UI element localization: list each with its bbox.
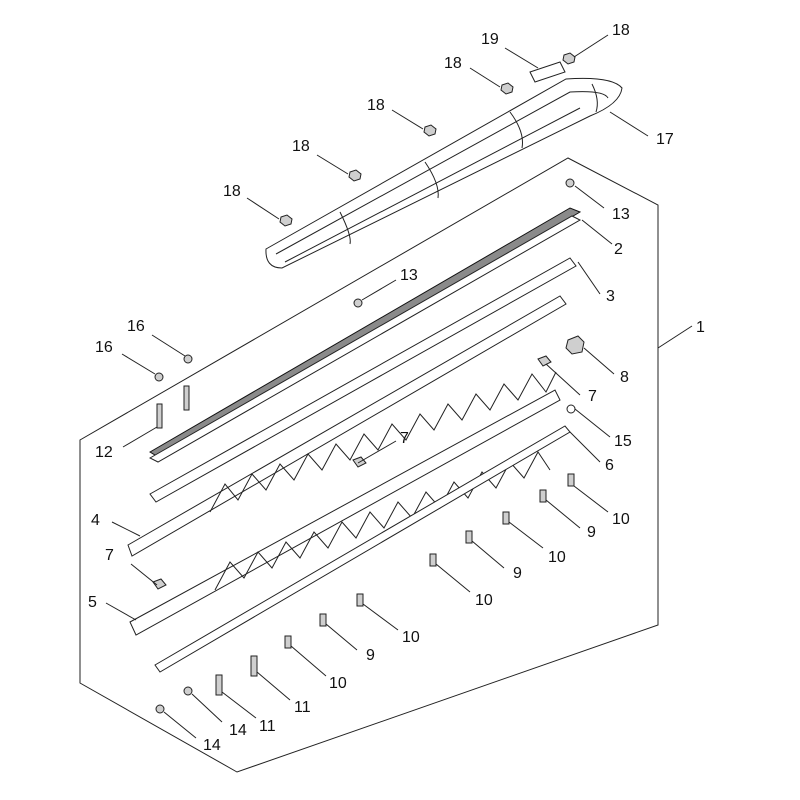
callout-12: 12 xyxy=(95,444,113,461)
callout-11-a: 11 xyxy=(294,699,311,716)
lower-cutter-blade xyxy=(129,389,561,636)
callout-6: 6 xyxy=(605,457,614,474)
stud-12-b xyxy=(183,385,190,411)
nut-18-d xyxy=(348,169,362,182)
nut-14-b xyxy=(155,704,165,714)
cover-nuts xyxy=(279,52,576,227)
callout-10-c: 10 xyxy=(475,592,493,609)
bolt-9-b xyxy=(465,530,473,544)
blade-cover xyxy=(265,77,623,269)
callout-7-a: 7 xyxy=(588,388,597,405)
assembly-boundary xyxy=(79,157,659,773)
callout-18-d: 18 xyxy=(292,138,310,155)
callout-10-a: 10 xyxy=(612,511,630,528)
nuts-13 xyxy=(353,178,575,308)
callout-11-b: 11 xyxy=(259,718,276,735)
leader-lines xyxy=(105,34,693,739)
washer xyxy=(566,404,576,414)
studs xyxy=(156,385,190,429)
bolt-10-d xyxy=(356,593,364,607)
nuts-16 xyxy=(154,354,193,382)
nut-18-c xyxy=(423,124,437,137)
bolt-10-e xyxy=(284,635,292,649)
callout-16-a: 16 xyxy=(127,318,145,335)
callout-7-c: 7 xyxy=(105,547,114,564)
callout-18-b: 18 xyxy=(444,55,462,72)
callout-18-a: 18 xyxy=(612,22,630,39)
bolts xyxy=(215,473,575,696)
callout-10-e: 10 xyxy=(329,675,347,692)
callout-8: 8 xyxy=(620,369,629,386)
callout-19: 19 xyxy=(481,31,499,48)
callout-9-b: 9 xyxy=(513,565,522,582)
callouts: 1 2 3 4 5 6 7 7 7 8 9 9 9 10 10 10 10 10… xyxy=(88,22,705,754)
callout-13-a: 13 xyxy=(612,206,630,223)
callout-16-b: 16 xyxy=(95,339,113,356)
guide-7-a xyxy=(537,355,552,367)
guide-bar xyxy=(148,207,582,463)
nut-13-b xyxy=(353,298,363,308)
callout-15: 15 xyxy=(614,433,632,450)
callout-18-c: 18 xyxy=(367,97,385,114)
nut-16-a xyxy=(183,354,193,364)
callout-14-b: 14 xyxy=(203,737,221,754)
nut-18-e xyxy=(279,214,293,227)
spacer-plate xyxy=(149,257,577,503)
stud-12-a xyxy=(156,403,163,429)
callout-13-b: 13 xyxy=(400,267,418,284)
bolt-11-a xyxy=(250,655,258,677)
callout-10-d: 10 xyxy=(402,629,420,646)
bolt-11-b xyxy=(215,674,223,696)
callout-14-a: 14 xyxy=(229,722,247,739)
bolt-10-b xyxy=(502,511,510,525)
bolt-10-a xyxy=(567,473,575,487)
nut-18-b xyxy=(500,82,514,95)
callout-2: 2 xyxy=(614,241,623,258)
callout-4: 4 xyxy=(91,512,100,529)
callout-5: 5 xyxy=(88,594,97,611)
guide-7-c xyxy=(152,578,167,590)
callout-18-e: 18 xyxy=(223,183,241,200)
bracket xyxy=(565,335,585,355)
nut-18-a xyxy=(562,52,576,65)
bolt-10-c xyxy=(429,553,437,567)
bolt-9-c xyxy=(319,613,327,627)
nut-14-a xyxy=(183,686,193,696)
callout-7-b: 7 xyxy=(400,430,409,447)
upper-cutter-blade xyxy=(127,295,567,557)
callout-10-b: 10 xyxy=(548,549,566,566)
callout-9-a: 9 xyxy=(587,524,596,541)
callout-1: 1 xyxy=(696,319,705,336)
callout-9-c: 9 xyxy=(366,647,375,664)
bolt-9-a xyxy=(539,489,547,503)
callout-17: 17 xyxy=(656,131,674,148)
nut-13-a xyxy=(565,178,575,188)
nuts-14 xyxy=(155,686,193,714)
nut-16-b xyxy=(154,372,164,382)
callout-3: 3 xyxy=(606,288,615,305)
warning-label xyxy=(529,61,566,83)
